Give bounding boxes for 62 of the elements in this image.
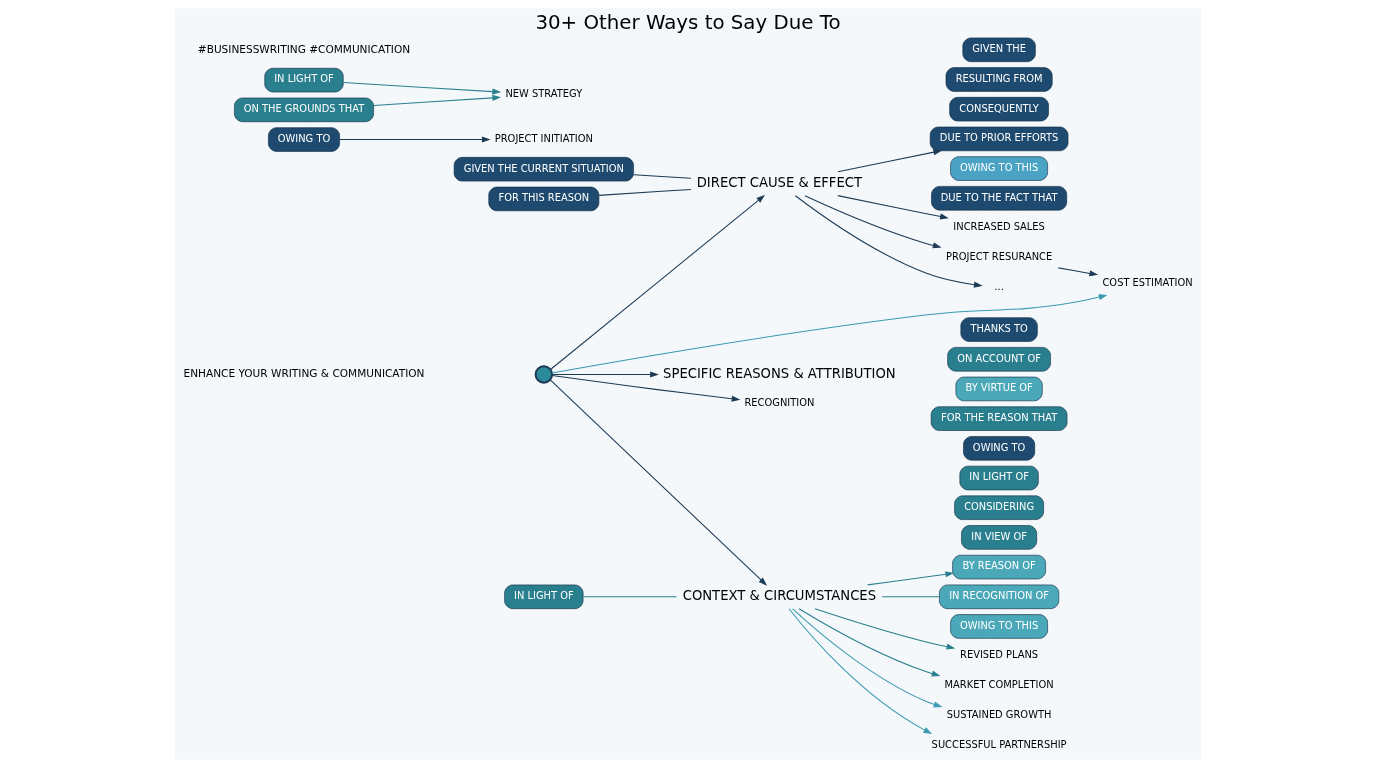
node-box: BY VIRTUE OF (955, 376, 1043, 402)
arrow (798, 608, 941, 677)
arrow (804, 195, 942, 249)
label: #BUSINESSWRITING #COMMUNICATION (197, 42, 411, 55)
node-text: CONTEXT & CIRCUMSTANCES (682, 588, 877, 604)
connector (633, 174, 692, 179)
node-box: OWING TO (963, 436, 1036, 461)
node-box: GIVEN THE (962, 37, 1036, 62)
arrow (551, 371, 659, 378)
node-box: THANKS TO (960, 317, 1038, 342)
arrow (551, 374, 741, 402)
node-box: IN LIGHT OF (959, 465, 1039, 491)
arrow (837, 149, 943, 173)
node-text: PROJECT INITIATION (494, 132, 593, 144)
diagram-title: 30+ Other Ways to Say Due To (535, 11, 841, 35)
node-box: ON THE GROUNDS THAT (234, 97, 374, 123)
node-box: OWING TO THIS (950, 614, 1048, 639)
node-box: FOR THIS REASON (488, 186, 600, 212)
label: ENHANCE YOUR WRITING & COMMUNICATION (183, 366, 425, 379)
node-circle (534, 365, 554, 384)
node-text: SPECIFIC REASONS & ATTRIBUTION (663, 365, 896, 381)
node-text: DIRECT CAUSE & EFFECT (696, 175, 863, 191)
node-box: IN RECOGNITION OF (939, 584, 1060, 609)
arrow (550, 194, 766, 371)
node-box: IN LIGHT OF (264, 67, 344, 93)
arrow (343, 82, 502, 95)
arrow (339, 136, 491, 143)
arrow (1057, 267, 1099, 277)
connector (598, 188, 692, 196)
arrow (549, 379, 768, 586)
node-text: INCREASED SALES (953, 221, 1045, 233)
node-text: SUSTAINED GROWTH (946, 708, 1052, 720)
node-box: DUE TO PRIOR EFFORTS (929, 126, 1069, 152)
arrow (788, 608, 933, 735)
arrow (814, 608, 956, 650)
node-text: MARKET COMPLETION (944, 679, 1054, 691)
node-box: BY REASON OF (952, 554, 1046, 580)
node-box: DUE TO THE FACT THAT (931, 186, 1068, 211)
node-box: IN LIGHT OF (504, 584, 584, 609)
node-text: SUCCESSFUL PARTNERSHIP (931, 738, 1067, 750)
node-box: CONSEQUENTLY (949, 97, 1049, 122)
connector (881, 596, 940, 598)
node-box: FOR THE REASON THAT (930, 406, 1068, 431)
node-box: CONSIDERING (954, 495, 1044, 520)
arrow (837, 195, 949, 220)
node-text: NEW STRATEGY (505, 87, 583, 99)
node-text: RECOGNITION (744, 397, 815, 409)
node-box: OWING TO (268, 127, 340, 152)
node-box: RESULTING FROM (945, 67, 1053, 92)
node-text: COST ESTIMATION (1102, 276, 1193, 288)
node-text: ... (994, 280, 1004, 292)
arrow (867, 571, 955, 586)
node-box: IN VIEW OF (961, 525, 1038, 550)
arrow (792, 608, 943, 708)
node-box: OWING TO THIS (950, 156, 1048, 181)
arrow (373, 94, 502, 106)
arrow (794, 195, 983, 288)
node-text: PROJECT RESURANCE (946, 250, 1053, 262)
node-text: REVISED PLANS (960, 649, 1039, 661)
node-box: GIVEN THE CURRENT SITUATION (453, 157, 634, 182)
node-box: ON ACCOUNT OF (947, 347, 1051, 372)
connector (582, 596, 678, 598)
